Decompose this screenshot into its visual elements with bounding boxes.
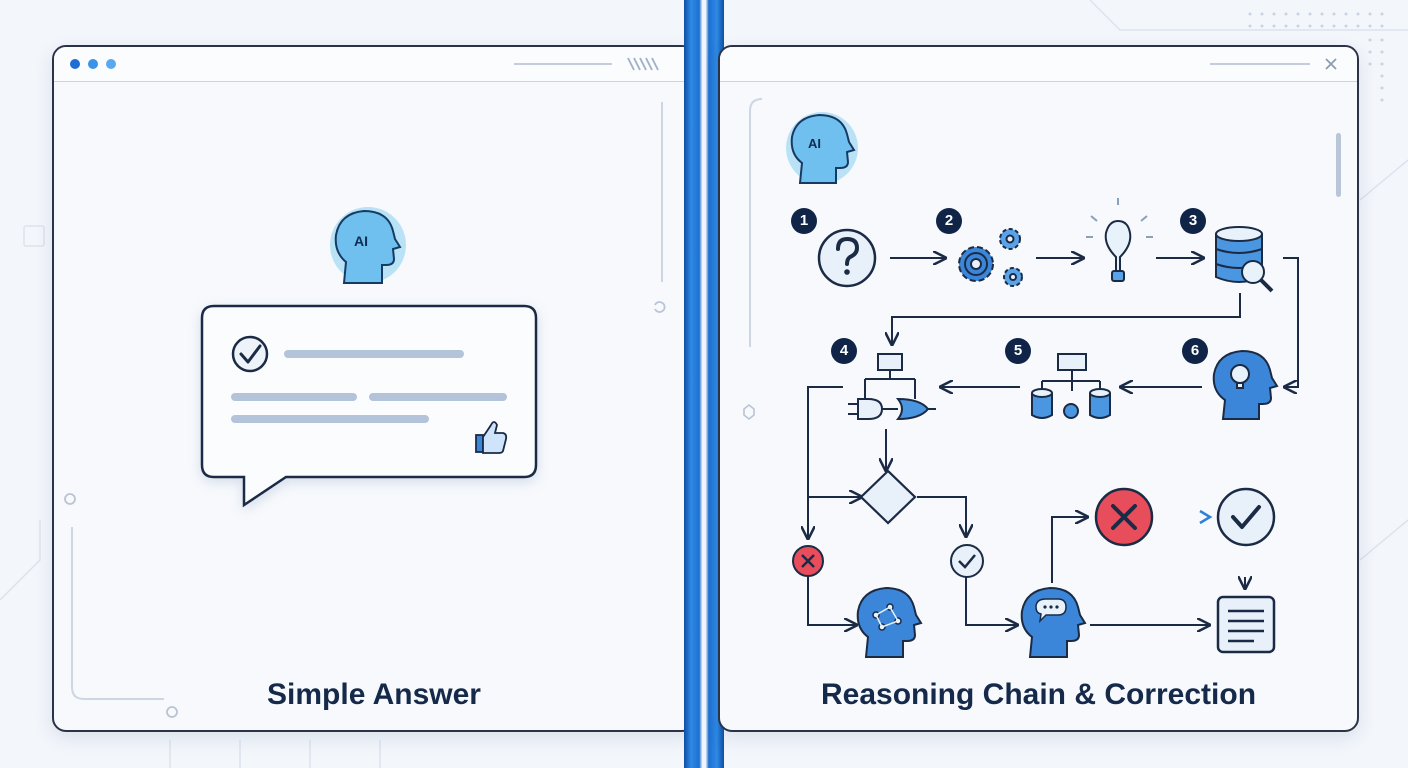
text-line-1 bbox=[284, 350, 464, 358]
step-badge-6: 6 bbox=[1182, 338, 1208, 364]
thumbs-up-icon[interactable] bbox=[475, 421, 508, 454]
right-avatar-label: AI bbox=[808, 136, 821, 151]
step-badge-4: 4 bbox=[831, 338, 857, 364]
brain-chat-icon bbox=[1020, 586, 1087, 658]
left-window-titlebar bbox=[54, 47, 694, 82]
step-badge-2: 2 bbox=[936, 208, 962, 234]
step-badge-1: 1 bbox=[791, 208, 817, 234]
ai-head-icon bbox=[786, 112, 858, 184]
window-dot-3[interactable] bbox=[106, 59, 116, 69]
brain-network-icon bbox=[856, 586, 923, 658]
gears-icon bbox=[958, 228, 1023, 287]
step-badge-3: 3 bbox=[1180, 208, 1206, 234]
text-line-3 bbox=[369, 393, 507, 401]
text-line-4 bbox=[231, 415, 429, 423]
left-panel-graphics bbox=[64, 102, 666, 718]
simple-answer-panel: AI Simple Answer bbox=[52, 45, 696, 732]
step-badge-5: 5 bbox=[1005, 338, 1031, 364]
question-icon bbox=[817, 228, 877, 288]
deco-circuit-left bbox=[0, 520, 41, 601]
right-panel-title: Reasoning Chain & Correction bbox=[820, 678, 1257, 711]
text-line-2 bbox=[231, 393, 357, 401]
hierarchy-database-icon bbox=[1031, 353, 1111, 419]
deco-dot-grid bbox=[1248, 12, 1384, 102]
left-panel-title: Simple Answer bbox=[267, 678, 481, 711]
reasoning-chain-panel: AI 1 2 3 4 5 6 Reasoning Chain & Correct… bbox=[718, 45, 1359, 732]
window-dot-1[interactable] bbox=[70, 59, 80, 69]
titlebar-decoration-right bbox=[1210, 63, 1310, 65]
document-icon bbox=[1216, 595, 1276, 654]
close-icon[interactable] bbox=[1324, 57, 1338, 71]
database-search-icon bbox=[1215, 226, 1274, 293]
lightbulb-icon bbox=[1086, 198, 1153, 282]
deco-square bbox=[23, 225, 45, 247]
decision-diamond-icon bbox=[859, 469, 917, 525]
scrollbar[interactable] bbox=[1336, 133, 1341, 197]
check-circle-icon bbox=[1216, 487, 1276, 547]
head-idea-icon bbox=[1212, 349, 1279, 420]
error-x-icon bbox=[792, 545, 824, 577]
answer-bubble bbox=[200, 304, 538, 508]
center-divider bbox=[684, 0, 724, 768]
logic-gates-icon bbox=[848, 353, 936, 421]
check-icon bbox=[231, 335, 269, 373]
error-x-icon bbox=[1094, 487, 1154, 547]
titlebar-decoration bbox=[514, 57, 659, 71]
right-window-titlebar bbox=[720, 47, 1357, 82]
ai-head-icon bbox=[330, 207, 406, 284]
deco-circuit-top-right bbox=[1089, 0, 1408, 31]
window-dot-2[interactable] bbox=[88, 59, 98, 69]
left-avatar-label: AI bbox=[354, 233, 368, 249]
reasoning-flowchart bbox=[743, 98, 1299, 658]
check-circle-icon bbox=[950, 544, 984, 578]
